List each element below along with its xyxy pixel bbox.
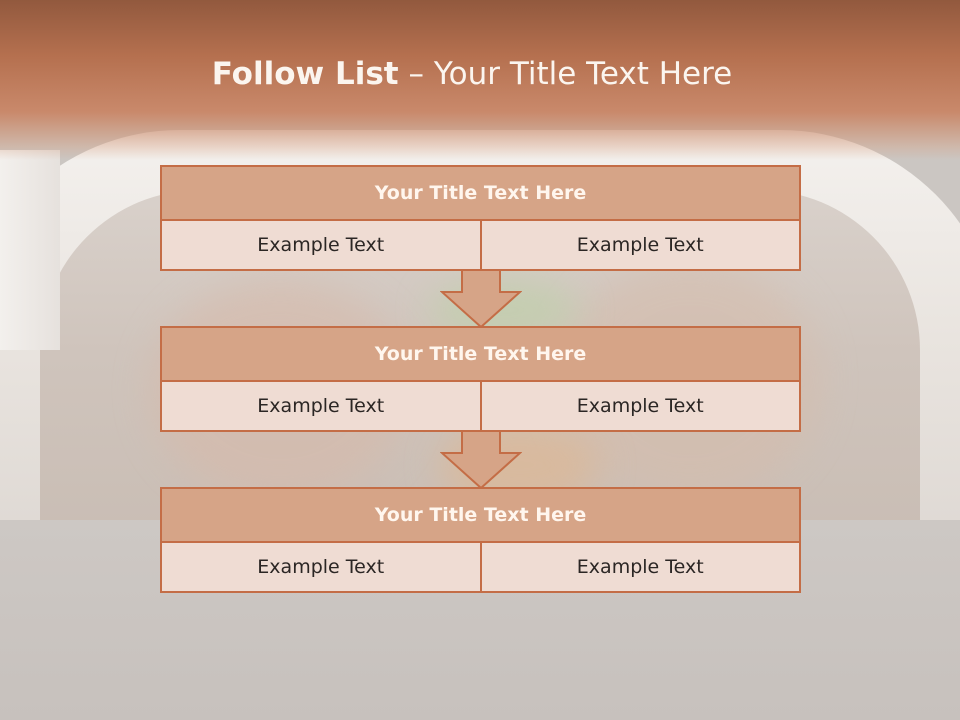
block-row: Example Text Example Text (160, 221, 801, 271)
down-arrow-icon (440, 270, 522, 328)
header-band (0, 0, 960, 160)
title-bold: Follow List (211, 56, 399, 92)
title-rest: – Your Title Text Here (398, 56, 733, 92)
block-cell-left: Example Text (257, 395, 385, 417)
block-cell-right: Example Text (479, 221, 800, 269)
flow-block-2: Your Title Text Here Example Text Exampl… (160, 326, 801, 432)
flow-block-3: Your Title Text Here Example Text Exampl… (160, 487, 801, 593)
slide-title: Follow List – Your Title Text Here (0, 56, 944, 92)
photo-car-pillar (0, 150, 60, 350)
block-row: Example Text Example Text (160, 543, 801, 593)
block-title: Your Title Text Here (160, 326, 801, 382)
block-cell-left: Example Text (257, 234, 385, 256)
block-title: Your Title Text Here (160, 487, 801, 543)
block-row: Example Text Example Text (160, 382, 801, 432)
block-cell-right: Example Text (479, 543, 800, 591)
block-cell-right: Example Text (479, 382, 800, 430)
flow-block-1: Your Title Text Here Example Text Exampl… (160, 165, 801, 271)
block-title: Your Title Text Here (160, 165, 801, 221)
block-cell-left: Example Text (257, 556, 385, 578)
down-arrow-icon (440, 431, 522, 489)
